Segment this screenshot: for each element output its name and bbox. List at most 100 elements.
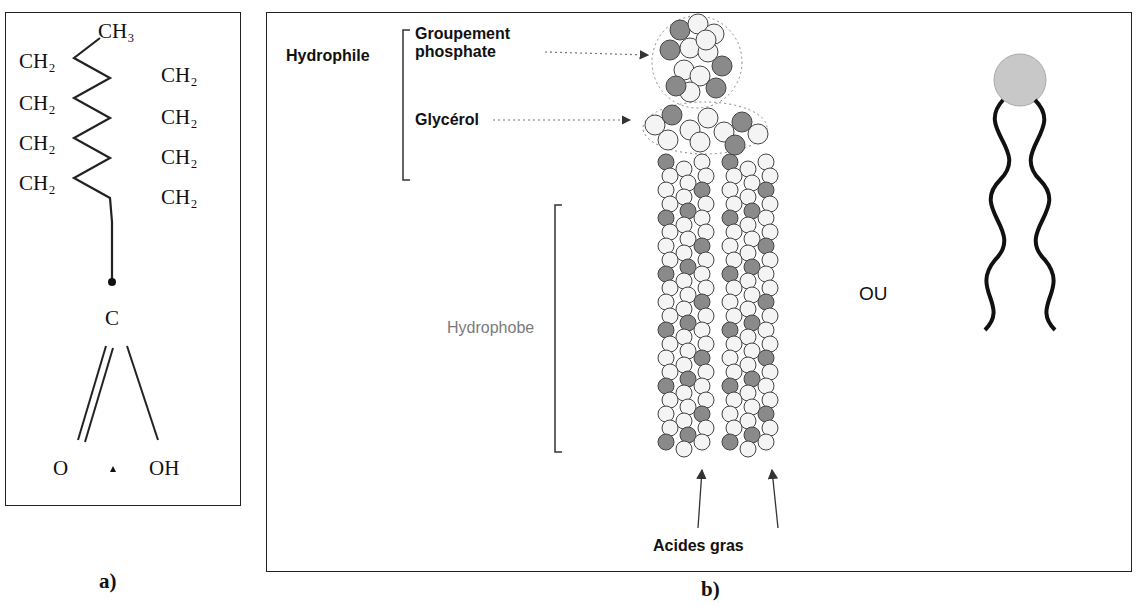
atom-sphere [680, 315, 696, 331]
atom-sphere [744, 259, 760, 275]
atom-sphere [762, 308, 778, 324]
atom-sphere [676, 329, 692, 345]
atom-sphere [680, 343, 696, 359]
atom-sphere [722, 434, 738, 450]
atom-sphere [658, 350, 674, 366]
atom-sphere [658, 406, 674, 422]
atom-sphere [662, 224, 678, 240]
atom-sphere [662, 168, 678, 184]
chemical-group: CH₂ [19, 49, 56, 74]
chemical-group: CH₃ [98, 19, 135, 44]
atom-sphere [758, 266, 774, 282]
atom-sphere [712, 56, 732, 76]
tail-icon [985, 100, 1009, 330]
atom-sphere [762, 224, 778, 240]
atom-sphere [698, 280, 714, 296]
glycerol-outline [643, 102, 767, 154]
atom-sphere [694, 406, 710, 422]
atom-sphere [722, 378, 738, 394]
atom-sphere [694, 182, 710, 198]
atom-sphere [676, 441, 692, 457]
carbon-chain [74, 38, 112, 280]
atom-sphere [676, 413, 692, 429]
head-icon [994, 54, 1046, 106]
atom-sphere [726, 224, 742, 240]
atom-sphere [690, 132, 710, 152]
atom-sphere [758, 322, 774, 338]
atom-sphere [762, 336, 778, 352]
atom-sphere [694, 154, 710, 170]
atom-sphere [698, 108, 718, 128]
atom-sphere [658, 294, 674, 310]
bracket [403, 30, 410, 180]
atom-sphere [658, 210, 674, 226]
atom-sphere [758, 350, 774, 366]
atom-sphere [744, 343, 760, 359]
atom-sphere [762, 392, 778, 408]
part-label: Hydrophile [286, 47, 370, 65]
atom-sphere [758, 182, 774, 198]
atom-sphere [680, 427, 696, 443]
atom-sphere [722, 322, 738, 338]
atom-sphere [758, 154, 774, 170]
atom-sphere [694, 350, 710, 366]
single-bond [127, 346, 158, 440]
panel-caption: b) [701, 577, 720, 602]
atom-sphere [676, 385, 692, 401]
atom-sphere [698, 420, 714, 436]
atom-sphere [726, 336, 742, 352]
atom-sphere [698, 196, 714, 212]
atom-sphere [726, 392, 742, 408]
atom-sphere [658, 154, 674, 170]
atom-sphere [698, 364, 714, 380]
atom-sphere [740, 301, 756, 317]
atom-sphere [706, 78, 726, 98]
atom-sphere [662, 308, 678, 324]
atom-sphere [658, 266, 674, 282]
atom-sphere [722, 238, 738, 254]
chemical-group: CH₂ [161, 185, 198, 210]
atom-sphere [698, 252, 714, 268]
atom-sphere [676, 273, 692, 289]
chemical-group: CH₂ [19, 171, 56, 196]
atom-sphere [748, 124, 768, 144]
atom-sphere [740, 357, 756, 373]
atom-sphere [762, 364, 778, 380]
atom-sphere [662, 196, 678, 212]
atom-sphere [744, 371, 760, 387]
bracket [555, 205, 562, 452]
atom-sphere [758, 238, 774, 254]
atom-sphere [662, 252, 678, 268]
atom-sphere [658, 434, 674, 450]
atom-sphere [662, 364, 678, 380]
atom-sphere [740, 273, 756, 289]
leader-arrow [772, 470, 778, 528]
atom-sphere [722, 266, 738, 282]
atom-sphere [740, 189, 756, 205]
chemical-group: CH₂ [161, 145, 198, 170]
atom-sphere [676, 217, 692, 233]
double-bond [85, 348, 113, 442]
panel-caption: a) [99, 569, 117, 594]
atom-sphere [680, 175, 696, 191]
atom-sphere [680, 203, 696, 219]
leader-arrow [698, 470, 702, 528]
atom-sphere [762, 280, 778, 296]
atom-sphere [680, 371, 696, 387]
atom-sphere [698, 336, 714, 352]
atom-sphere [744, 231, 760, 247]
atom-sphere [722, 154, 738, 170]
atom-sphere [666, 76, 686, 96]
part-label: OU [859, 283, 888, 305]
leader-arrow [493, 119, 630, 120]
atom-sphere [726, 252, 742, 268]
atom-sphere [744, 287, 760, 303]
atom-sphere [740, 245, 756, 261]
atom-sphere [680, 287, 696, 303]
atom-sphere [662, 105, 682, 125]
atom-sphere [758, 294, 774, 310]
atom-sphere [758, 210, 774, 226]
atom-sphere [762, 420, 778, 436]
atom-sphere [662, 392, 678, 408]
